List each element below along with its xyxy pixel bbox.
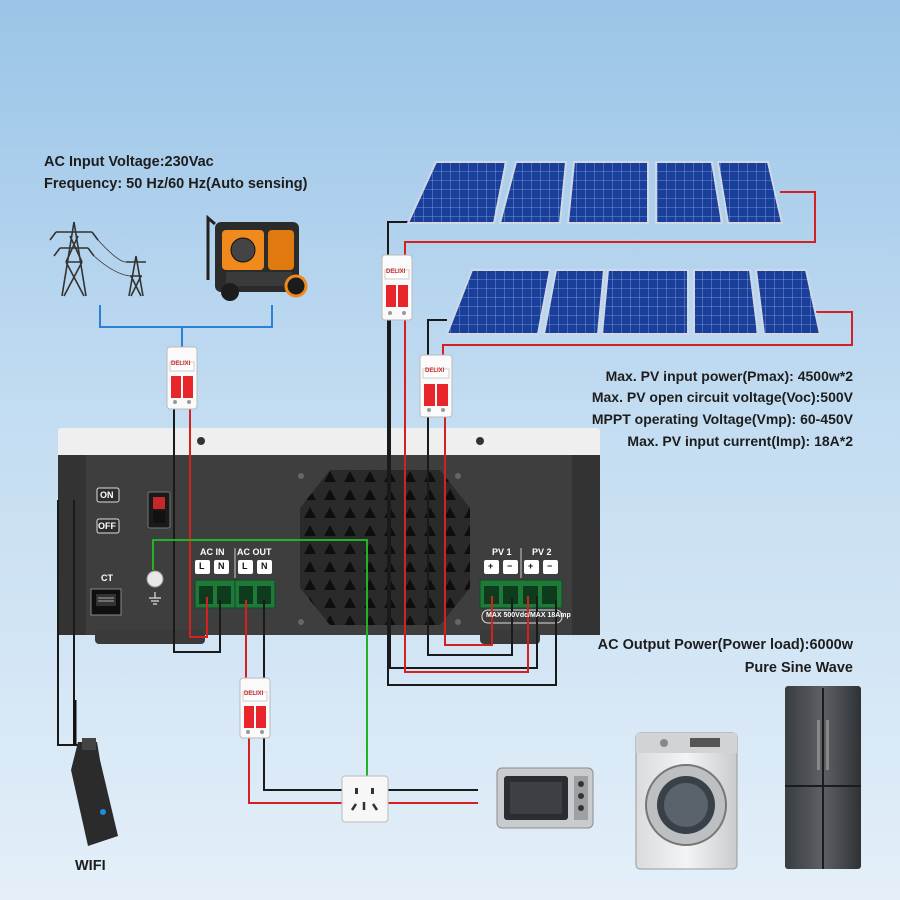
wifi-dongle-icon: [57, 500, 118, 846]
ac-out-label: AC OUT: [237, 547, 272, 557]
ac-output-power-spec: AC Output Power(Power load):6000w: [597, 637, 853, 653]
pv-imp-spec: Max. PV input current(Imp): 18A*2: [627, 433, 853, 449]
pv2-wires: [427, 311, 853, 656]
breaker-brand-2: DELIXI: [386, 269, 406, 275]
ac-out-l-label: L: [242, 561, 248, 571]
ac-in-l-label: L: [199, 561, 205, 571]
pv-terminal-block[interactable]: [479, 579, 563, 609]
refrigerator-icon: [785, 686, 861, 869]
pv-max-power-spec: Max. PV input power(Pmax): 4500w*2: [605, 368, 853, 384]
ac-in-terminal-block[interactable]: [194, 579, 236, 609]
ct-port-label: CT: [101, 573, 113, 583]
ac-out-terminal-block[interactable]: [234, 579, 276, 609]
ground-screw: [146, 570, 164, 588]
on-button-label: ON: [100, 490, 114, 500]
ac-output-breaker[interactable]: [239, 677, 271, 739]
ct-port[interactable]: [90, 588, 122, 616]
pv2-minus-label: −: [547, 561, 553, 571]
solar-panel-icon: [445, 269, 822, 335]
wifi-label: WIFI: [75, 858, 106, 874]
ac-input-wires: [173, 405, 221, 653]
breaker-brand-4: DELIXI: [244, 691, 264, 697]
sine-wave-spec: Pure Sine Wave: [744, 660, 853, 676]
ac-in-label: AC IN: [200, 547, 225, 557]
off-button[interactable]: [96, 518, 120, 534]
breaker-brand-1: DELIXI: [171, 361, 191, 367]
pv1-plus-label: +: [488, 561, 494, 571]
solar-array-2: [445, 269, 822, 335]
pv1-breaker[interactable]: [381, 254, 413, 321]
ac-frequency-spec: Frequency: 50 Hz/60 Hz(Auto sensing): [44, 176, 308, 192]
pv2-label: PV 2: [532, 547, 552, 557]
pv1-label: PV 1: [492, 547, 512, 557]
pv2-plus-label: +: [528, 561, 534, 571]
ac-output-wires: [245, 600, 478, 804]
ac-terminal-label-boxes: [195, 548, 272, 578]
on-button[interactable]: [96, 487, 120, 503]
power-rocker-switch[interactable]: [147, 491, 171, 529]
toaster-oven-icon: [496, 767, 594, 829]
inverter-top-cover: [58, 428, 600, 463]
breaker-brand-3: DELIXI: [425, 368, 445, 374]
pv1-minus-label: −: [507, 561, 513, 571]
ground-wire: [152, 539, 368, 785]
pv-rating-label: MAX 500Vdc/MAX 18Amp: [486, 612, 571, 619]
pv1-wires: [387, 191, 816, 686]
ac-input-voltage-spec: AC Input Voltage:230Vac: [44, 154, 214, 170]
solar-array-1: [406, 161, 784, 224]
ac-in-n-label: N: [218, 561, 225, 571]
off-button-label: OFF: [98, 521, 116, 531]
pv2-breaker[interactable]: [419, 354, 453, 418]
pv-terminal-label-boxes: [481, 548, 563, 624]
generator-icon: [206, 214, 308, 301]
ac-input-breaker[interactable]: [166, 346, 198, 410]
ground-symbol-icon: [149, 592, 161, 605]
wall-socket-icon[interactable]: [341, 775, 389, 823]
ac-out-n-label: N: [261, 561, 268, 571]
pv-voc-spec: Max. PV open circuit voltage(Voc):500V: [591, 389, 853, 405]
washing-machine-icon: [635, 732, 738, 870]
pv-vmp-spec: MPPT operating Voltage(Vmp): 60-450V: [591, 411, 853, 427]
solar-panel-icon: [406, 161, 784, 224]
ac-source-wires: [99, 305, 273, 350]
transmission-tower-icon: [49, 221, 146, 297]
